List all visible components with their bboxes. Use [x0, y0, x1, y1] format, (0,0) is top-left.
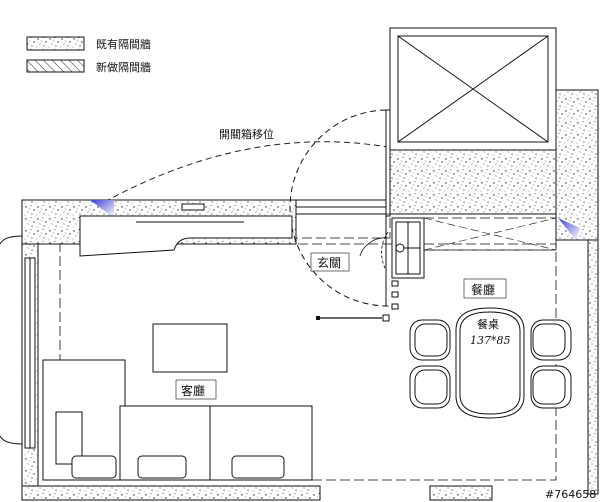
- dining-label: 餐廳: [471, 282, 495, 297]
- watermark: #764658: [545, 488, 596, 501]
- dining-table: [455, 307, 525, 419]
- chair-top-right: [530, 319, 572, 361]
- shoe-cabinet: [295, 213, 391, 239]
- sofa: [42, 359, 313, 481]
- switchbox-move-note: 開關箱移位: [219, 127, 274, 141]
- entry-small-door-2: [359, 237, 389, 257]
- legend: 既有隔間牆 新做隔間牆: [26, 36, 151, 74]
- corner-mark-left: [90, 200, 114, 218]
- chair-bottom-right: [530, 365, 572, 409]
- legend-label-existing: 既有隔間牆: [96, 37, 151, 51]
- legend-label-new: 新做隔間牆: [96, 60, 151, 74]
- entry-small-door: [381, 231, 389, 271]
- kitchen-counter-diag-2: [423, 217, 557, 251]
- chair-bottom-left: [409, 365, 451, 409]
- wall-bottom: [21, 485, 321, 501]
- legend-swatch-new: [26, 59, 85, 73]
- living-label: 客廳: [181, 383, 205, 398]
- switch-markers: [382, 280, 399, 322]
- tv-cabinet: [79, 203, 293, 257]
- wall-right: [587, 239, 599, 495]
- entrance-door-swing: [289, 109, 391, 307]
- dining-label-box: [463, 278, 507, 299]
- living-label-box: [175, 379, 217, 400]
- corner-mark-right: [558, 218, 580, 240]
- table-name: 餐桌: [477, 317, 499, 331]
- table-size: 137*85: [470, 334, 511, 347]
- wall-bottom-right: [429, 485, 493, 501]
- chair-top-left: [409, 319, 451, 361]
- rug-line-end: [316, 316, 320, 320]
- legend-swatch-existing: [26, 36, 85, 51]
- switchbox-move-arc: [69, 141, 576, 226]
- balcony-box: [389, 27, 557, 151]
- entrance-label-box: [310, 252, 350, 272]
- wall-right-column: [555, 89, 599, 241]
- dining-chairs: [409, 319, 572, 409]
- entry-frame: [295, 109, 391, 217]
- entrance-label: 玄關: [317, 255, 341, 270]
- entry-cabinet: [391, 217, 425, 279]
- coffee-table: [152, 323, 228, 373]
- left-window: [0, 235, 36, 449]
